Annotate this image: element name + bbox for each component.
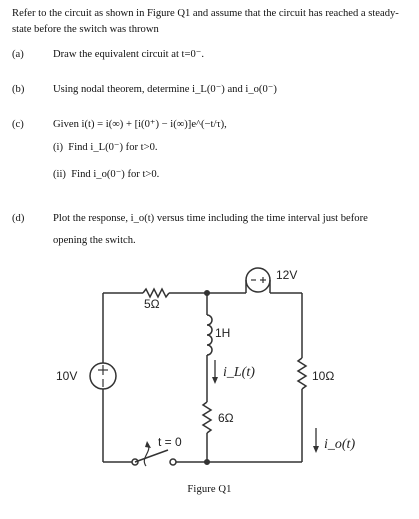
inductor-1h: [206, 314, 213, 356]
voltage-source-10v: [89, 362, 117, 390]
figure-caption: Figure Q1: [187, 484, 232, 495]
label-10v: 10V: [56, 369, 77, 383]
sub-question-i: (i) Find i_L(0⁻) for t>0.: [53, 140, 158, 155]
sub-question-text: Find i_o(0⁻) for t>0.: [71, 169, 160, 180]
question-b-text: Using nodal theorem, determine i_L(0⁻) a…: [53, 84, 277, 95]
resistor-6-ohm: [201, 401, 213, 434]
question-d-text: Plot the response, i_o(t) versus time in…: [53, 213, 368, 246]
label-6-ohm: 6Ω: [218, 411, 234, 425]
sub-question-label: (i): [53, 142, 63, 153]
label-1h: 1H: [215, 326, 230, 340]
intro-paragraph: Refer to the circuit as shown in Figure …: [12, 8, 399, 35]
question-label: (d): [12, 213, 25, 224]
label-switch-time: t = 0: [158, 435, 182, 449]
question-label: (b): [12, 84, 25, 95]
label-5-ohm: 5Ω: [144, 297, 160, 311]
switch-blade: [134, 449, 169, 463]
voltage-source-12v: [245, 267, 271, 293]
sub-question-ii: (ii) Find i_o(0⁻) for t>0.: [53, 167, 159, 182]
sub-question-label: (ii): [53, 169, 66, 180]
switch-terminal-right: [169, 458, 177, 466]
question-c-text: Given i(t) = i(∞) + [i(0⁺) − i(∞)]e^(−t/…: [53, 119, 227, 130]
question-a-text: Draw the equivalent circuit at t=0⁻.: [53, 49, 204, 60]
sub-question-text: Find i_L(0⁻) for t>0.: [68, 142, 158, 153]
label-12v: 12V: [276, 268, 297, 282]
resistor-5-ohm: [142, 287, 170, 299]
question-text: Draw the equivalent circuit at t=0⁻.: [53, 47, 403, 62]
label-10-ohm: 10Ω: [312, 369, 334, 383]
arrow-il-head: [212, 377, 218, 384]
switch-arrow: [145, 441, 151, 448]
label-il: i_L(t): [223, 365, 255, 380]
circuit-diagram: 5Ω 12V 1H i_L(t) 6Ω 10V 10Ω i_o(t) t = 0: [56, 267, 355, 467]
junction-node-top: [203, 289, 211, 297]
arrow-io-head: [313, 446, 319, 453]
question-label: (c): [12, 119, 24, 130]
question-label: (a): [12, 49, 24, 60]
resistor-10-ohm: [296, 357, 308, 390]
label-io: i_o(t): [324, 437, 355, 452]
